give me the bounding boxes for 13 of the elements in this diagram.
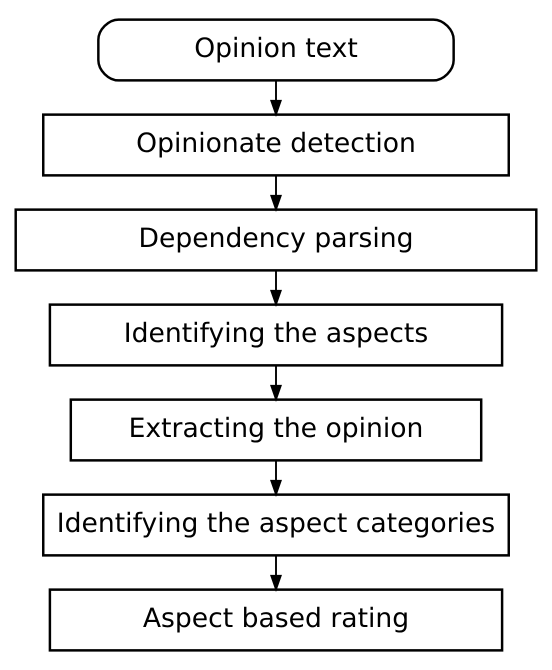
arrow (270, 80, 282, 117)
node-box: Opinion text (97, 18, 455, 82)
node-box: Dependency parsing (14, 208, 538, 272)
node-box: Opinionate detection (42, 113, 510, 177)
node-box: Aspect based rating (48, 588, 504, 652)
node-box: Identifying the aspect categories (42, 493, 510, 557)
arrow (270, 460, 282, 497)
arrow (270, 556, 282, 592)
arrow (270, 366, 282, 402)
node-box: Identifying the aspects (48, 303, 504, 367)
arrow (270, 270, 282, 307)
arrow (270, 176, 282, 212)
node-box: Extracting the opinion (70, 398, 482, 462)
